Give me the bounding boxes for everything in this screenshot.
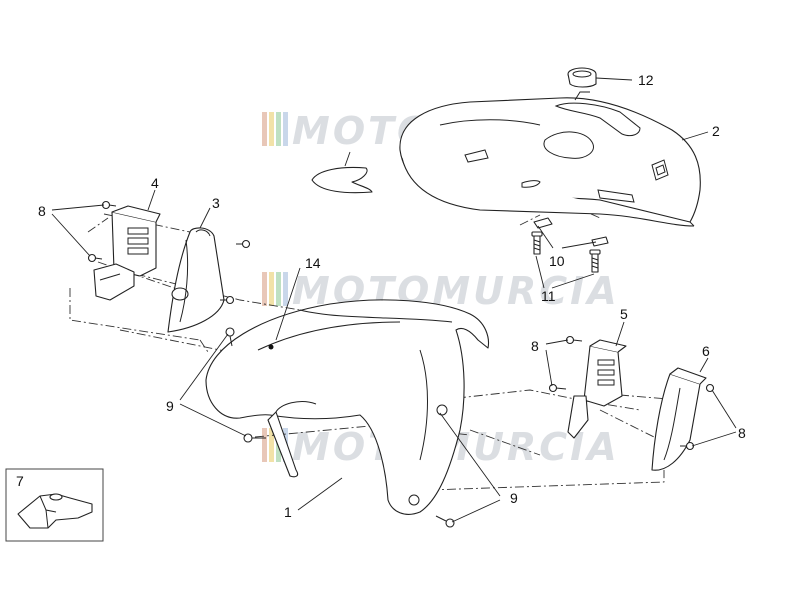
watermark-stripe <box>262 112 267 146</box>
callout-9-right: 9 <box>510 490 518 506</box>
watermark-stripe <box>269 272 274 306</box>
watermark-stripe <box>269 112 274 146</box>
watermark-stripe <box>283 112 288 146</box>
callout-11: 11 <box>541 288 556 304</box>
callout-8-middle: 8 <box>531 338 539 354</box>
callout-3: 3 <box>212 195 220 211</box>
callout-9-left: 9 <box>166 398 174 414</box>
screws-10-11 <box>531 217 609 273</box>
callout-8-left: 8 <box>38 203 46 219</box>
callout-10: 10 <box>549 253 565 269</box>
watermark-stripe <box>283 272 288 306</box>
part-12-plug <box>567 67 597 101</box>
part-7-inset <box>5 468 104 542</box>
callout-8-right: 8 <box>738 425 746 441</box>
cover-insert-piece <box>311 151 373 194</box>
watermark-stripe <box>262 272 267 306</box>
callout-14: 14 <box>305 255 321 271</box>
callout-5: 5 <box>620 306 628 322</box>
part-5-bracket <box>548 335 627 439</box>
part-2-cover <box>399 97 701 227</box>
watermark-stripe <box>276 272 281 306</box>
leader-lines <box>51 77 737 523</box>
callout-7: 7 <box>16 473 24 489</box>
watermark-stripe <box>262 428 267 462</box>
part-3-panel <box>167 227 225 333</box>
callout-labels: 1 2 3 4 5 6 7 8 8 8 9 9 10 11 12 14 <box>16 72 746 520</box>
callout-4: 4 <box>151 175 159 191</box>
part-6-panel <box>651 367 715 471</box>
screws-8-left <box>87 200 251 305</box>
watermark-stripe <box>269 428 274 462</box>
callout-6: 6 <box>702 343 710 359</box>
part-1-fender <box>205 299 490 515</box>
part-4-bracket <box>93 205 161 301</box>
callout-12: 12 <box>638 72 654 88</box>
callout-2: 2 <box>712 123 720 139</box>
watermark-stripe <box>276 112 281 146</box>
callout-1: 1 <box>284 504 292 520</box>
